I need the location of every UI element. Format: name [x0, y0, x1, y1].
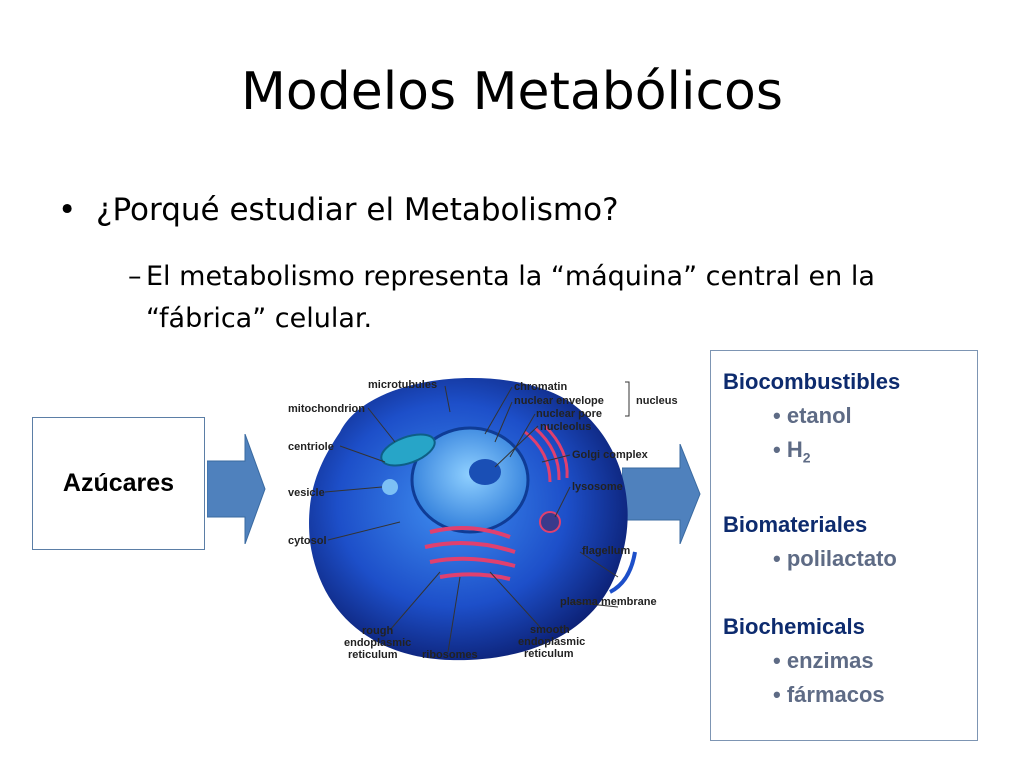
rough-er-shape [424, 526, 516, 581]
category-biochemicals: Biochemicals [723, 614, 865, 640]
nucleolus-shape [469, 459, 501, 485]
label-plasma-membrane: plasma membrane [560, 596, 657, 608]
bullet-question-text: ¿Porqué estudiar el Metabolismo? [96, 192, 619, 228]
label-lysosome: lysosome [572, 481, 623, 493]
sub-bullet-text: El metabolismo representa la “máquina” c… [146, 261, 875, 334]
label-microtubules: microtubules [368, 379, 437, 391]
product-item: • fármacos [773, 682, 885, 708]
label-rough-er-1: rough [362, 625, 393, 637]
product-item: • enzimas [773, 648, 874, 674]
label-nucleolus: nucleolus [540, 421, 591, 433]
leader-lines [324, 385, 619, 653]
label-rough-er-2: endoplasmic [344, 637, 411, 649]
category-biomaterials: Biomateriales [723, 512, 868, 538]
product-item: • etanol [773, 403, 852, 428]
label-mitochondrion: mitochondrion [288, 403, 365, 415]
input-label: Azúcares [62, 469, 175, 497]
label-nuclear-envelope: nuclear envelope [514, 395, 604, 407]
label-ribosomes: ribosomes [422, 649, 478, 661]
flagellum-shape [609, 551, 637, 594]
products-box: Biocombustibles • etanol • H2 Biomateria… [710, 350, 978, 741]
bullet-dot: • [58, 192, 77, 228]
bullet-question: • ¿Porqué estudiar el Metabolismo? [58, 192, 619, 228]
sub-bullet: –El metabolismo representa la “máquina” … [128, 256, 948, 340]
lysosome-shape [539, 511, 561, 533]
product-item: • polilactato [773, 546, 897, 572]
input-box: Azúcares [32, 417, 205, 550]
vesicle-shape [382, 479, 398, 495]
label-nucleus: nucleus [636, 395, 678, 407]
label-rough-er-3: reticulum [348, 649, 398, 661]
label-smooth-er-3: reticulum [524, 648, 574, 660]
nucleus-bracket [625, 381, 630, 417]
label-nuclear-pore: nuclear pore [536, 408, 602, 420]
golgi-shape [524, 424, 569, 483]
label-golgi: Golgi complex [572, 449, 649, 461]
label-centriole: centriole [288, 441, 334, 453]
dash-marker: – [128, 261, 142, 292]
cell-illustration: microtubules mitochondrion centriole ves… [288, 378, 678, 661]
input-arrow [207, 434, 266, 544]
label-chromatin: chromatin [514, 381, 567, 393]
category-biofuels: Biocombustibles [723, 369, 901, 394]
label-smooth-er-1: smooth [530, 624, 570, 636]
label-smooth-er-2: endoplasmic [518, 636, 585, 648]
label-cytosol: cytosol [288, 535, 327, 547]
slide-title: Modelos Metabólicos [241, 62, 783, 122]
nucleus-shape [410, 426, 530, 534]
product-item: • H2 [773, 437, 811, 466]
label-flagellum: flagellum [582, 545, 631, 557]
label-vesicle: vesicle [288, 487, 325, 499]
output-arrow [622, 444, 701, 544]
